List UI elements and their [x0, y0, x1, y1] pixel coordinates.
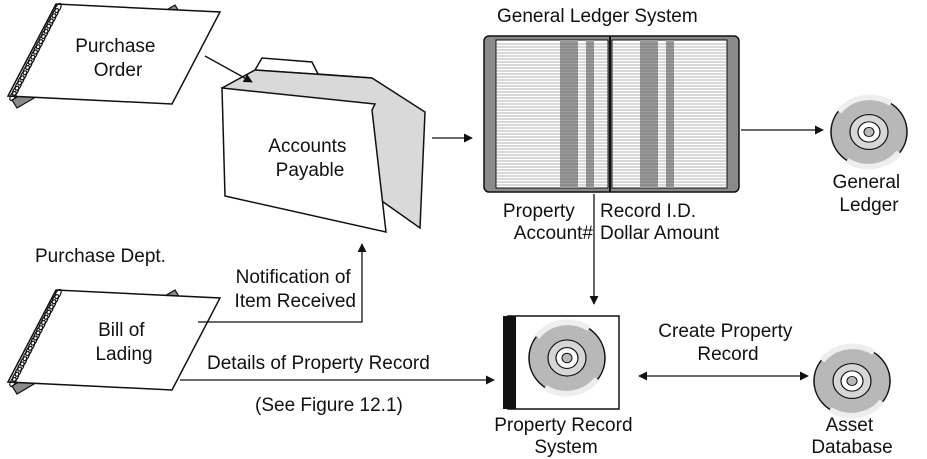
- record-id-label: Record I.D. Dollar Amount: [600, 201, 720, 244]
- notification-label: Notification of Item Received: [235, 267, 356, 312]
- accounts-payable-folder: Accounts Payable: [220, 57, 426, 233]
- bill-of-lading-notebook: Bill of Lading: [6, 288, 222, 395]
- see-figure-label: (See Figure 12.1): [255, 395, 403, 416]
- arrow-po-to-ap: [204, 55, 253, 83]
- general-ledger-label: General Ledger: [833, 172, 906, 216]
- purchase-dept-label: Purchase Dept.: [35, 246, 166, 267]
- asset-database-disc: Asset Database: [811, 346, 892, 458]
- details-label: Details of Property Record: [207, 353, 430, 374]
- general-ledger-system-title: General Ledger System: [497, 6, 698, 27]
- spiral-notebook-icon: [6, 2, 222, 109]
- property-record-system-label: Property Record System: [494, 415, 638, 458]
- general-ledger-system-book: General Ledger System Property Account# …: [483, 6, 740, 244]
- purchase-order-notebook: Purchase Order: [6, 2, 222, 109]
- spiral-notebook-icon: [6, 288, 222, 395]
- property-record-system: Property Record System: [494, 315, 638, 458]
- cd-case-icon: [503, 315, 620, 410]
- general-ledger-disc: General Ledger: [831, 97, 907, 216]
- cd-disc-icon: [831, 97, 907, 167]
- cd-disc-icon: [814, 346, 890, 416]
- accounts-payable-label: Accounts Payable: [268, 136, 351, 181]
- folder-icon: [220, 57, 426, 233]
- arrow-bol-to-ap: [198, 243, 367, 323]
- ledger-book-icon: [483, 35, 740, 193]
- property-account-label: Property Account#: [503, 201, 594, 244]
- purchase-order-label: Purchase Order: [75, 36, 161, 81]
- create-property-record-label: Create Property Record: [658, 321, 797, 365]
- cd-disc-icon: [529, 322, 605, 394]
- asset-database-label: Asset Database: [811, 415, 892, 458]
- bill-of-lading-label: Bill of Lading: [95, 320, 152, 365]
